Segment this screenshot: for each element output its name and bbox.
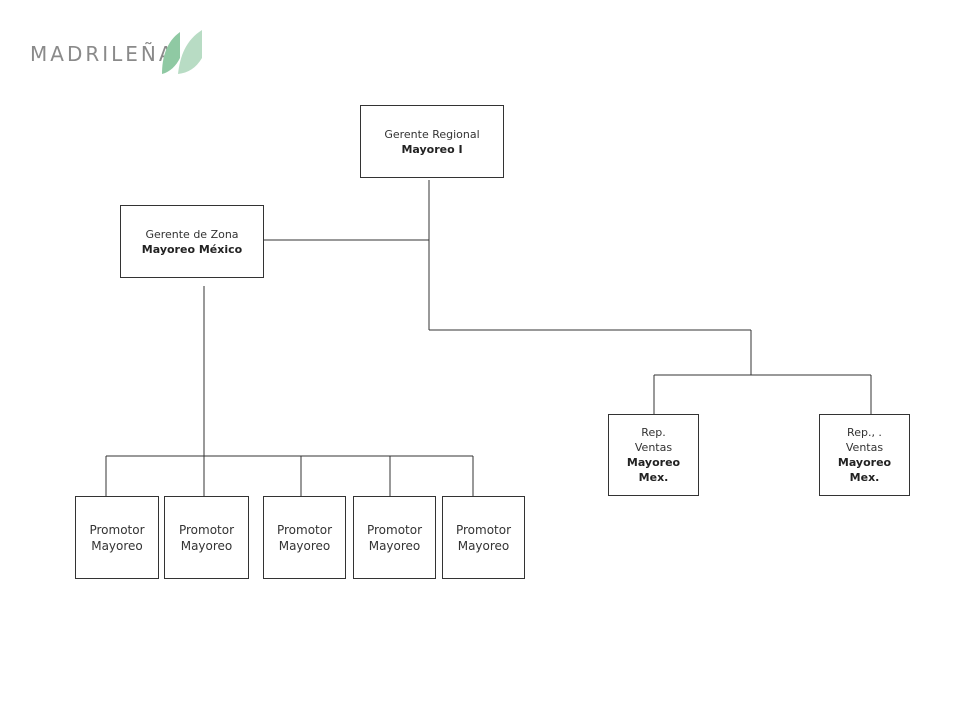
node-title: Promotor	[89, 522, 145, 537]
node-promotor-4: Promotor Mayoreo	[353, 496, 436, 579]
node-promotor-3: Promotor Mayoreo	[263, 496, 346, 579]
node-title: Promotor	[455, 522, 512, 537]
node-promotor-2: Promotor Mayoreo	[164, 496, 249, 579]
node-line-4: Mex.	[849, 471, 880, 484]
node-line-1: Rep., .	[847, 426, 882, 439]
node-subtitle: Mayoreo	[180, 538, 233, 553]
logo-wordmark: MADRILEÑA	[30, 42, 176, 66]
node-title: Promotor	[366, 522, 423, 537]
node-rep-ventas-1: Rep. Ventas Mayoreo Mex.	[608, 414, 699, 496]
node-title: Gerente Regional	[384, 127, 480, 141]
node-line-2: Ventas	[634, 441, 673, 454]
node-subtitle: Mayoreo	[91, 538, 143, 553]
node-line-3: Mayoreo	[837, 456, 892, 469]
node-promotor-1: Promotor Mayoreo	[75, 496, 159, 579]
node-line-2: Ventas	[845, 441, 884, 454]
node-line-3: Mayoreo	[626, 456, 681, 469]
node-title: Promotor	[276, 522, 333, 537]
node-promotor-5: Promotor Mayoreo	[442, 496, 525, 579]
node-subtitle: Mayoreo I	[401, 142, 463, 156]
node-line-1: Rep.	[641, 426, 666, 439]
node-subtitle: Mayoreo México	[141, 242, 243, 256]
node-subtitle: Mayoreo	[278, 538, 331, 553]
node-title: Gerente de Zona	[145, 227, 239, 241]
leaf-icon	[162, 30, 202, 74]
node-rep-ventas-2: Rep., . Ventas Mayoreo Mex.	[819, 414, 910, 496]
node-subtitle: Mayoreo	[368, 538, 421, 553]
madrilena-logo: MADRILEÑA	[30, 28, 210, 78]
node-gerente-regional: Gerente Regional Mayoreo I	[360, 105, 504, 178]
node-line-4: Mex.	[638, 471, 669, 484]
node-subtitle: Mayoreo	[457, 538, 510, 553]
node-title: Promotor	[178, 522, 235, 537]
node-gerente-zona: Gerente de Zona Mayoreo México	[120, 205, 264, 278]
